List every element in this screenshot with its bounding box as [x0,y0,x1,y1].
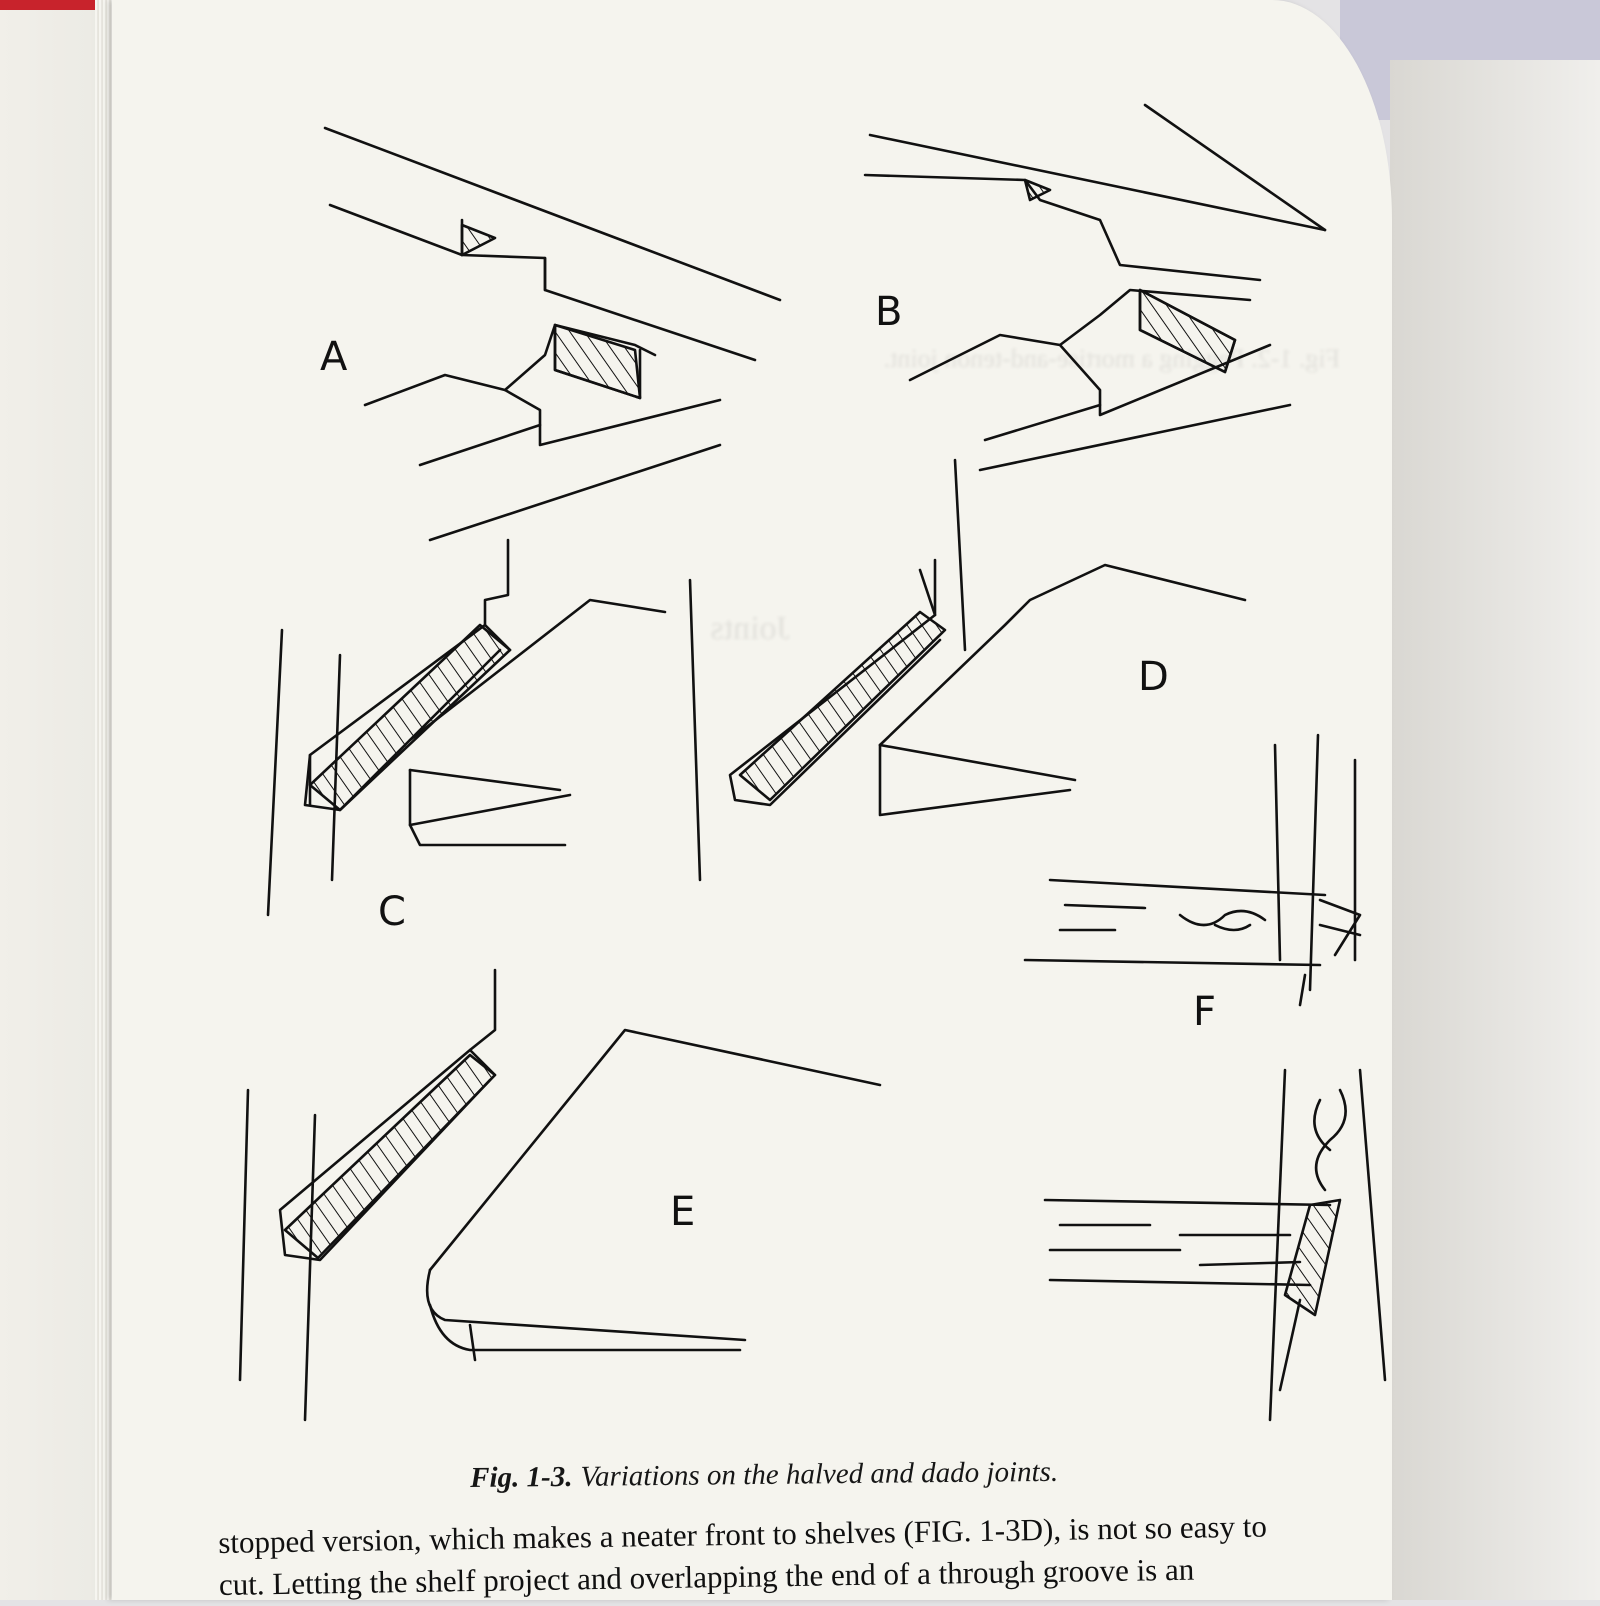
book-cover-edge [0,0,98,10]
next-page-strip [1390,60,1600,1600]
joint-g-drawing: G [1043,1068,1387,1422]
book-page [112,0,1392,1600]
joint-c-drawing: C [266,538,667,935]
label-b: B [875,289,902,335]
label-f: F [1193,989,1216,1035]
joint-e-drawing: E [238,968,882,1422]
label-a: A [320,334,348,380]
joint-b-drawing: B [863,103,1327,472]
joint-d-drawing: D [688,458,1247,882]
figure-number: Fig. 1-3. [470,1460,573,1494]
label-c: C [378,889,406,935]
joint-f-drawing: F [1023,733,1362,1035]
joint-a-drawing: A [320,126,782,542]
figure-caption-text: Variations on the halved and dado joints… [580,1455,1059,1493]
label-d: D [1138,654,1169,700]
label-e: E [670,1189,695,1235]
